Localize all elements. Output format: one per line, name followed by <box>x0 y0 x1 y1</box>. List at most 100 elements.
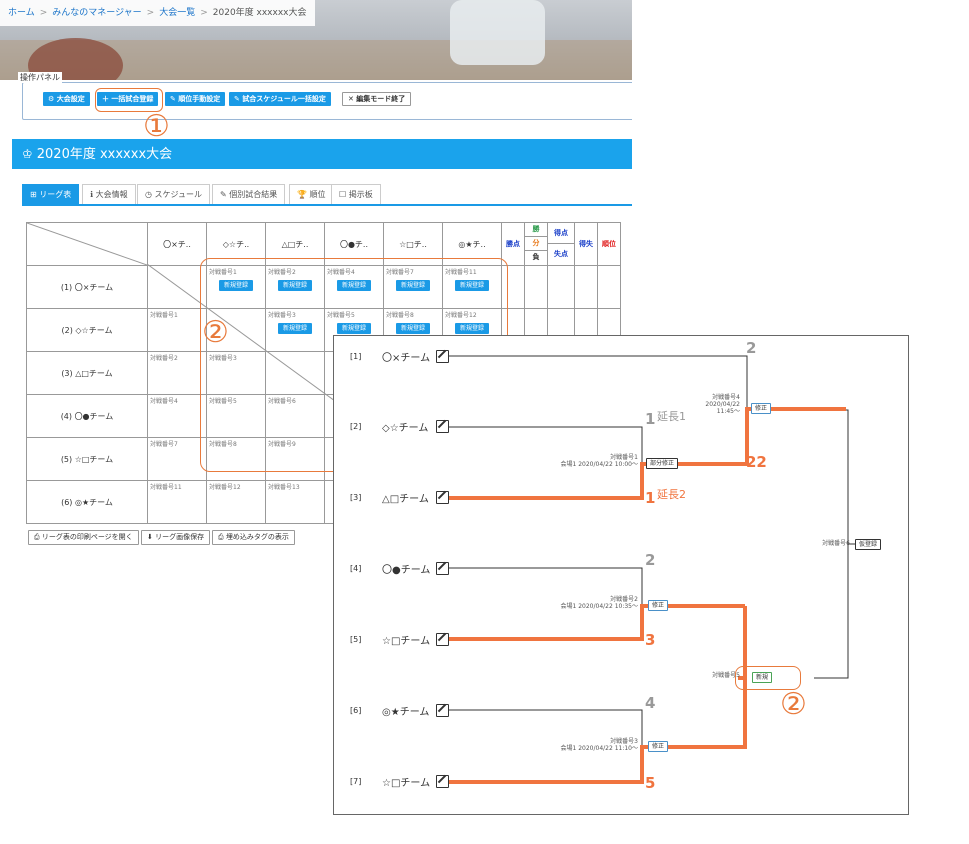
tab-schedule[interactable]: ◷ スケジュール <box>137 184 210 205</box>
manual-rank-button[interactable]: ✎ 順位手動設定 <box>165 92 226 106</box>
match-info: 対戦番号4 2020/04/22 11:45〜 <box>705 394 740 415</box>
tab-info[interactable]: ℹ 大会情報 <box>82 184 136 205</box>
score-m4-bottom: 22 <box>746 453 767 471</box>
match-cell: 対戦番号7 <box>147 437 207 481</box>
annotation-box-2-bracket <box>735 666 801 690</box>
wdl-header: 勝 分 負 <box>524 222 548 266</box>
draw-header: 分 <box>525 237 547 251</box>
save-league-image-button[interactable]: ⬇ リーグ画像保存 <box>141 530 211 545</box>
edit-match-button[interactable]: 修正 <box>751 403 772 414</box>
match-cell: 対戦番号2 <box>147 351 207 395</box>
team-name: ◇☆チーム <box>382 423 429 434</box>
corner-cell <box>26 222 148 266</box>
score-m3-top: 4 <box>645 694 656 712</box>
partial-edit-button[interactable]: 部分修正 <box>646 458 679 469</box>
tab-board[interactable]: ☐ 掲示板 <box>331 184 381 205</box>
hero-player <box>450 0 545 65</box>
rank-header: 順位 <box>597 222 621 266</box>
score-m2-top: 2 <box>645 551 656 569</box>
edit-match-button[interactable]: 修正 <box>648 741 669 752</box>
breadcrumb-current: 2020年度 xxxxxx大会 <box>212 8 307 18</box>
tournament-title-bar: ♔2020年度 xxxxxx大会 <box>12 139 632 169</box>
edit-icon[interactable] <box>436 420 449 433</box>
new-register-button[interactable]: 新規登録 <box>455 280 489 291</box>
tournament-bracket: [1] 〇×チーム [2] ◇☆チーム [3] △□チーム [4] 〇●チーム … <box>333 335 909 815</box>
points-header: 勝点 <box>501 222 525 266</box>
annotation-1: ① <box>143 109 170 144</box>
extra-m1-bottom: 延長2 <box>657 488 686 501</box>
tab-league[interactable]: ⊞ リーグ表 <box>22 184 80 205</box>
bulk-match-register-button[interactable]: ＋ 一括試合登録 <box>97 92 159 106</box>
stat-cell <box>574 265 598 309</box>
team-index: [6] <box>350 706 362 715</box>
operation-panel-label: 操作パネル <box>18 72 62 83</box>
tournament-settings-button[interactable]: ⚙ 大会設定 <box>43 92 90 106</box>
print-league-button[interactable]: ⎙ リーグ表の印刷ページを開く <box>28 530 139 545</box>
edit-icon[interactable] <box>436 704 449 717</box>
annotation-2-league: ② <box>202 315 229 350</box>
new-register-button[interactable]: 新規登録 <box>396 323 430 334</box>
team-index: [2] <box>350 422 362 431</box>
bulk-schedule-button[interactable]: ✎ 試合スケジュール一括設定 <box>229 92 331 106</box>
edit-icon[interactable] <box>436 491 449 504</box>
breadcrumb-tournaments[interactable]: 大会一覧 <box>159 8 196 18</box>
match-cell: 対戦番号13 <box>265 480 325 524</box>
match-info: 対戦番号1 会場1 2020/04/22 10:00〜 <box>560 454 638 468</box>
team-name: △□チーム <box>382 494 429 505</box>
team-row-label: (3) △□チーム <box>26 351 148 395</box>
new-register-button[interactable]: 新規登録 <box>337 280 371 291</box>
new-register-button[interactable]: 新規登録 <box>278 280 312 291</box>
annotation-box-1 <box>95 88 163 112</box>
breadcrumb-home[interactable]: ホーム <box>8 8 35 18</box>
match-cell: 対戦番号5 <box>206 394 266 438</box>
annotation-2-bracket: ② <box>780 687 807 722</box>
score-m3-bottom: 5 <box>645 774 656 792</box>
new-register-button[interactable]: 新規登録 <box>396 280 430 291</box>
goals-for-header: 得点 <box>548 223 574 244</box>
tab-ranking[interactable]: 🏆 順位 <box>289 184 334 205</box>
new-match-button[interactable]: 新規 <box>752 672 773 683</box>
new-register-button[interactable]: 新規登録 <box>219 280 253 291</box>
tab-results[interactable]: ✎ 個別試合結果 <box>212 184 286 205</box>
match-no: 対戦番号6 <box>822 540 850 547</box>
match-cell: 対戦番号12 <box>206 480 266 524</box>
score-m2-bottom: 3 <box>645 631 656 649</box>
team-name: ◎★チーム <box>382 707 430 718</box>
team-name: 〇●チーム <box>382 565 431 576</box>
new-register-button[interactable]: 新規登録 <box>455 323 489 334</box>
new-register-button[interactable]: 新規登録 <box>337 323 371 334</box>
match-info: 対戦番号2 会場1 2020/04/22 10:35〜 <box>560 596 638 610</box>
breadcrumb: ホーム>みんなのマネージャー>大会一覧>2020年度 xxxxxx大会 <box>0 0 315 26</box>
match-cell: 対戦番号6 <box>265 394 325 438</box>
goals-header: 得点 失点 <box>547 222 575 266</box>
tab-underline <box>22 204 632 206</box>
edit-match-button[interactable]: 修正 <box>648 600 669 611</box>
corner-diagonal <box>27 223 147 265</box>
breadcrumb-manager[interactable]: みんなのマネージャー <box>52 8 142 18</box>
stat-cell <box>547 265 575 309</box>
team-index: [3] <box>350 493 362 502</box>
edit-icon[interactable] <box>436 633 449 646</box>
edit-icon[interactable] <box>436 775 449 788</box>
crown-icon: ♔ <box>22 147 33 161</box>
exit-edit-mode-button[interactable]: ✕ 編集モード終了 <box>342 92 412 106</box>
edit-icon[interactable] <box>436 562 449 575</box>
team-row-label: (1) 〇×チーム <box>26 265 148 309</box>
new-register-button[interactable]: 新規登録 <box>278 323 312 334</box>
loss-header: 負 <box>532 253 540 261</box>
team-row-label: (2) ◇☆チーム <box>26 308 148 352</box>
goal-diff-header: 得失 <box>574 222 598 266</box>
provisional-register-button[interactable]: 仮登録 <box>855 539 882 550</box>
stat-cell <box>524 265 548 309</box>
team-name: 〇×チーム <box>382 353 431 364</box>
team-row-label: (6) ◎★チーム <box>26 480 148 524</box>
score-m4-top: 2 <box>746 339 757 357</box>
edit-icon[interactable] <box>436 350 449 363</box>
col-header: 〇×チ.. <box>147 222 207 266</box>
show-embed-tag-button[interactable]: ⎙ 埋め込みタグの表示 <box>212 530 295 545</box>
team-index: [7] <box>350 777 362 786</box>
